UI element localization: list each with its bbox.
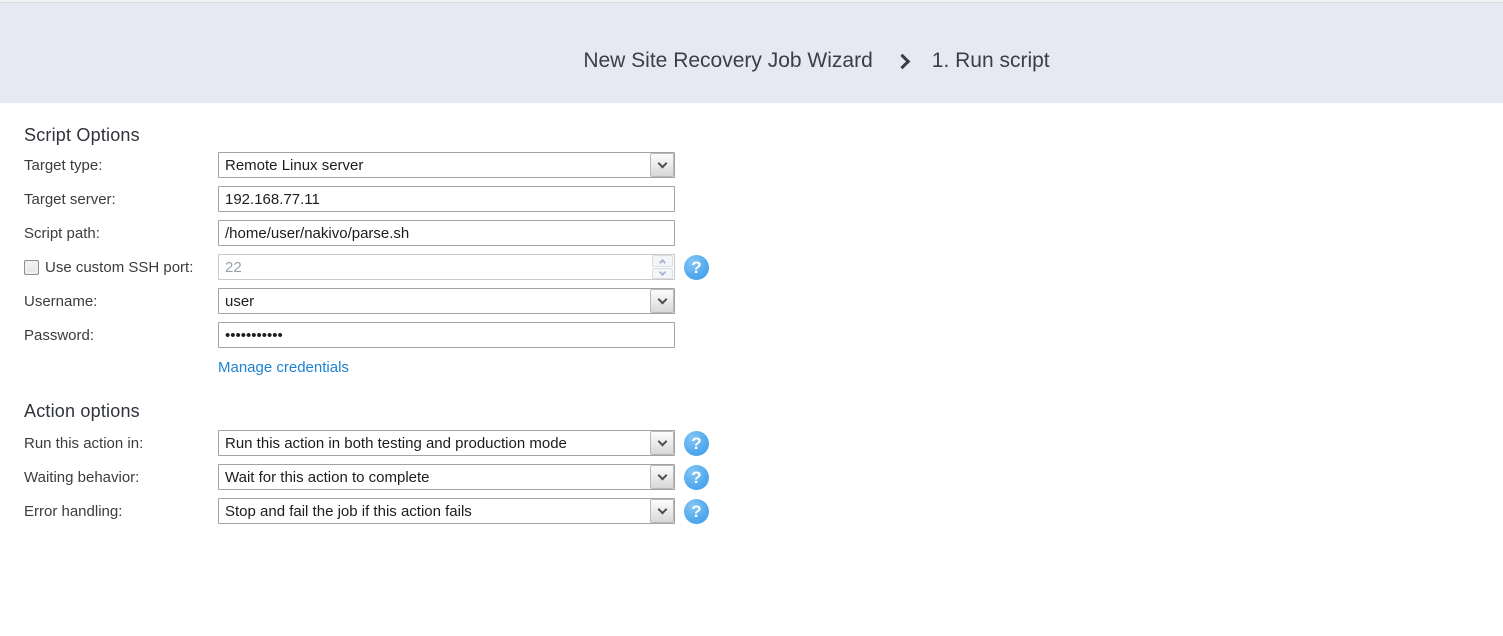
ssh-port-input <box>219 256 652 278</box>
waiting-behavior-selected-value: Wait for this action to complete <box>225 468 430 486</box>
username-select[interactable]: user <box>218 288 675 314</box>
password-label: Password: <box>24 326 95 344</box>
script-path-row: Script path: <box>24 220 1503 246</box>
wizard-header: New Site Recovery Job Wizard 1. Run scri… <box>0 0 1503 103</box>
ssh-port-field <box>218 254 675 280</box>
username-selected-value: user <box>225 292 255 310</box>
spinner-down-icon <box>652 267 673 279</box>
target-type-label: Target type: <box>24 156 103 174</box>
wizard-title: New Site Recovery Job Wizard <box>583 48 873 72</box>
username-label: Username: <box>24 292 98 310</box>
target-type-selected-value: Remote Linux server <box>225 156 364 174</box>
chevron-down-icon <box>650 499 674 523</box>
ssh-port-help-icon[interactable]: ? <box>684 254 709 280</box>
section-heading-action-options: Action options <box>24 401 140 421</box>
spinner-up-icon <box>652 255 673 267</box>
target-type-row: Target type: Remote Linux server <box>24 152 1503 178</box>
script-path-input[interactable] <box>218 220 675 246</box>
target-type-select[interactable]: Remote Linux server <box>218 152 675 178</box>
waiting-behavior-help-icon[interactable]: ? <box>684 464 709 490</box>
script-path-label: Script path: <box>24 224 100 242</box>
breadcrumb-chevron-icon <box>894 53 911 69</box>
run-action-in-label: Run this action in: <box>24 434 144 452</box>
password-input[interactable] <box>218 322 675 348</box>
manage-credentials-row: Manage credentials <box>218 359 1503 377</box>
waiting-behavior-row: Waiting behavior: Wait for this action t… <box>24 464 1503 490</box>
chevron-down-icon <box>650 431 674 455</box>
use-custom-ssh-port-checkbox[interactable] <box>24 259 39 275</box>
error-handling-label: Error handling: <box>24 502 123 520</box>
error-handling-row: Error handling: Stop and fail the job if… <box>24 498 1503 524</box>
username-row: Username: user <box>24 288 1503 314</box>
waiting-behavior-label: Waiting behavior: <box>24 468 140 486</box>
error-handling-selected-value: Stop and fail the job if this action fai… <box>225 502 472 520</box>
use-custom-ssh-port-label: Use custom SSH port: <box>45 258 194 276</box>
run-action-in-help-icon[interactable]: ? <box>684 430 709 456</box>
error-handling-select[interactable]: Stop and fail the job if this action fai… <box>218 498 675 524</box>
error-handling-help-icon[interactable]: ? <box>684 498 709 524</box>
section-heading-script-options: Script Options <box>24 125 140 145</box>
run-script-form: Script Options Target type: Remote Linux… <box>0 103 1503 524</box>
target-server-input[interactable] <box>218 186 675 212</box>
run-action-in-select[interactable]: Run this action in both testing and prod… <box>218 430 675 456</box>
chevron-down-icon <box>650 153 674 177</box>
waiting-behavior-select[interactable]: Wait for this action to complete <box>218 464 675 490</box>
target-server-label: Target server: <box>24 190 116 208</box>
manage-credentials-link[interactable]: Manage credentials <box>218 359 349 376</box>
target-server-row: Target server: <box>24 186 1503 212</box>
ssh-port-spinner <box>652 255 673 279</box>
breadcrumb: New Site Recovery Job Wizard 1. Run scri… <box>583 49 1049 73</box>
run-action-in-row: Run this action in: Run this action in b… <box>24 430 1503 456</box>
password-row: Password: <box>24 322 1503 348</box>
wizard-step-title: 1. Run script <box>931 48 1050 72</box>
chevron-down-icon <box>650 465 674 489</box>
run-action-in-selected-value: Run this action in both testing and prod… <box>225 434 567 452</box>
ssh-port-row: Use custom SSH port: ? <box>24 254 1503 280</box>
chevron-down-icon <box>650 289 674 313</box>
